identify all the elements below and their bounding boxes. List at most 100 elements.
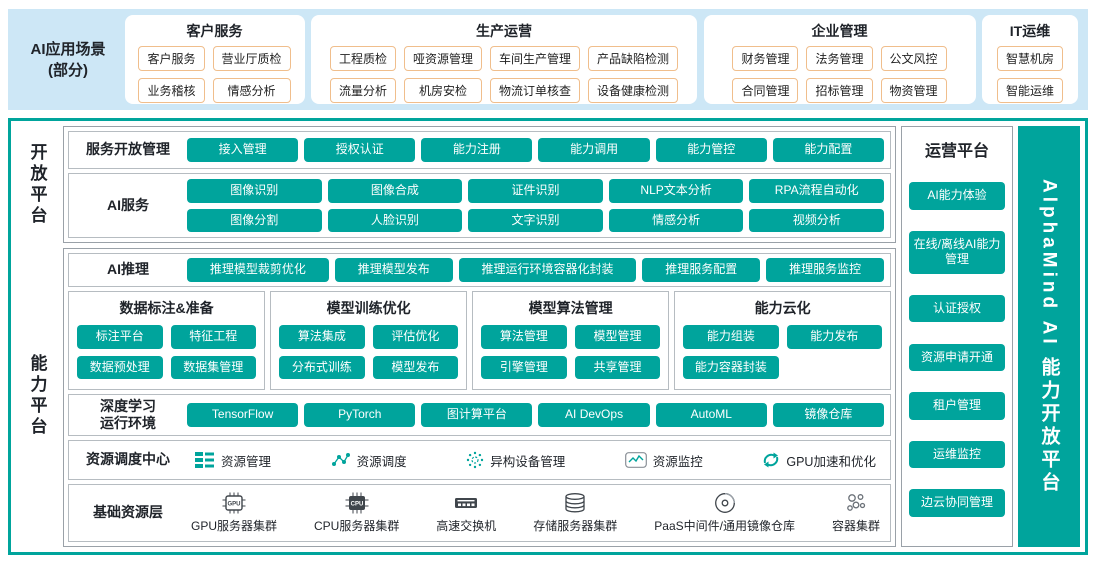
scenario-button[interactable]: 法务管理: [806, 46, 873, 71]
capability-button[interactable]: 能力管控: [655, 138, 767, 162]
capability-button[interactable]: 算法集成: [279, 325, 365, 349]
scenarios-title: AI应用场景 (部分): [30, 40, 106, 79]
capability-button[interactable]: 授权认证: [304, 138, 416, 162]
platform-panel: 开放平台 能力平台 服务开放管理 接入管理授权认证能力注册能力调用能力管控能力配…: [8, 118, 1088, 555]
scenario-button[interactable]: 流量分析: [329, 78, 396, 103]
capability-groups: 数据标注&准备 标注平台特征工程数据预处理数据集管理 模型训练优化 算法集成评估…: [68, 291, 891, 390]
group-items: 客户服务营业厅质检业务稽核情感分析: [138, 46, 291, 103]
capability-button[interactable]: 图计算平台: [421, 403, 533, 427]
row-label: 深度学习 运行环境: [100, 397, 156, 432]
capability-button[interactable]: 评估优化: [372, 325, 459, 349]
operations-button[interactable]: 租户管理: [909, 392, 1005, 420]
capability-button[interactable]: RPA流程自动化: [749, 178, 884, 203]
scenario-button[interactable]: 物流订单核查: [490, 78, 581, 103]
capability-button[interactable]: 视频分析: [749, 208, 884, 233]
capability-button[interactable]: 引擎管理: [481, 355, 567, 380]
base-resource-item: GPU GPU服务器集群: [191, 492, 277, 534]
scenario-button[interactable]: 客户服务: [138, 46, 205, 71]
row-label: 服务开放管理: [86, 141, 170, 158]
scenario-button[interactable]: 营业厅质检: [212, 46, 291, 71]
capability-button[interactable]: 特征工程: [170, 325, 257, 349]
base-resource-item: 容器集群: [832, 492, 880, 534]
operations-button[interactable]: 边云协同管理: [909, 489, 1005, 517]
scenario-button[interactable]: 设备健康检测: [588, 78, 679, 103]
scenario-button[interactable]: 车间生产管理: [490, 46, 581, 71]
operations-button[interactable]: 认证授权: [909, 294, 1005, 323]
operations-button[interactable]: AI能力体验: [909, 182, 1005, 210]
capability-button[interactable]: 模型管理: [574, 325, 661, 349]
capability-button[interactable]: 情感分析: [608, 208, 744, 233]
capability-button[interactable]: 文字识别: [468, 208, 603, 233]
network-nodes-icon: [331, 452, 351, 468]
scenario-button[interactable]: 业务稽核: [138, 78, 205, 103]
capability-button[interactable]: 图像分割: [187, 208, 322, 233]
cpu-chip-icon: CPU: [344, 492, 370, 514]
capability-button[interactable]: 人脸识别: [327, 208, 463, 233]
operations-button[interactable]: 资源申请开通: [909, 343, 1005, 372]
base-resource-label: PaaS中间件/通用镜像仓库: [654, 519, 795, 533]
capability-button[interactable]: 推理运行环境容器化封装: [458, 258, 637, 282]
scenario-button[interactable]: 财务管理: [732, 46, 799, 71]
capability-button[interactable]: 推理服务监控: [766, 258, 884, 282]
capability-button[interactable]: 推理模型发布: [334, 258, 453, 282]
scenario-button[interactable]: 公文风控: [880, 46, 947, 71]
capability-button[interactable]: 能力配置: [772, 138, 884, 162]
capability-button[interactable]: 图像合成: [327, 178, 463, 203]
scheduling-item-label: GPU加速和优化: [786, 454, 876, 469]
capability-button[interactable]: NLP文本分析: [608, 178, 744, 203]
capability-button[interactable]: 分布式训练: [279, 355, 365, 380]
scheduling-item: 异构设备管理: [466, 451, 565, 470]
capability-button[interactable]: 推理服务配置: [642, 258, 761, 282]
capability-button[interactable]: TensorFlow: [187, 403, 299, 427]
capability-button[interactable]: AI DevOps: [538, 403, 650, 427]
capability-button[interactable]: 图像识别: [187, 178, 322, 203]
capability-button[interactable]: 能力发布: [786, 325, 882, 349]
capability-button[interactable]: 推理模型裁剪优化: [187, 258, 329, 282]
capability-button[interactable]: PyTorch: [304, 403, 416, 427]
capability-button[interactable]: 数据集管理: [170, 355, 257, 380]
service-open-management-row: 服务开放管理 接入管理授权认证能力注册能力调用能力管控能力配置: [68, 131, 891, 169]
capability-button[interactable]: 接入管理: [187, 138, 299, 162]
scenario-button[interactable]: 产品缺陷检测: [588, 46, 679, 71]
capability-button[interactable]: 算法管理: [481, 325, 567, 349]
base-resource-label: 容器集群: [831, 519, 880, 533]
capability-button[interactable]: 标注平台: [77, 325, 163, 349]
capability-button[interactable]: 数据预处理: [77, 355, 163, 380]
scenario-button[interactable]: 工程质检: [329, 46, 396, 71]
scenario-button[interactable]: 机房安检: [403, 78, 482, 103]
scheduling-item-label: 异构设备管理: [490, 454, 566, 469]
capability-button[interactable]: 镜像仓库: [772, 403, 884, 427]
scenario-group-customer-service: 客户服务 客户服务营业厅质检业务稽核情感分析: [124, 15, 305, 104]
group-title: 客户服务: [186, 23, 243, 39]
capability-button[interactable]: 能力组装: [683, 325, 779, 349]
capability-button[interactable]: 能力调用: [538, 138, 650, 162]
group-items: 财务管理法务管理公文风控合同管理招标管理物资管理: [732, 46, 947, 103]
capability-button[interactable]: 证件识别: [468, 178, 603, 203]
capability-button[interactable]: 模型发布: [372, 355, 459, 380]
scenario-button[interactable]: 智能运维: [996, 78, 1063, 103]
scenario-button[interactable]: 情感分析: [212, 78, 291, 103]
capability-button[interactable]: 能力注册: [421, 138, 533, 162]
scheduling-item-label: 资源管理: [221, 454, 272, 469]
group-model-training: 模型训练优化 算法集成评估优化分布式训练模型发布: [270, 291, 468, 390]
capability-button[interactable]: 共享管理: [574, 355, 661, 380]
open-platform-box: 服务开放管理 接入管理授权认证能力注册能力调用能力管控能力配置 AI服务 图像识…: [63, 126, 896, 243]
operations-button[interactable]: 在线/离线AI能力管理: [909, 230, 1005, 274]
scenario-group-enterprise-management: 企业管理 财务管理法务管理公文风控合同管理招标管理物资管理: [703, 15, 976, 104]
capability-button[interactable]: AutoML: [655, 403, 767, 427]
operations-button[interactable]: 运维监控: [909, 440, 1005, 469]
scheduling-item-label: 资源调度: [356, 454, 407, 469]
group-buttons: 算法集成评估优化分布式训练模型发布: [279, 325, 459, 380]
group-model-algorithm-management: 模型算法管理 算法管理模型管理引擎管理共享管理: [472, 291, 670, 390]
scenario-button[interactable]: 智慧机房: [996, 46, 1063, 71]
scenario-button[interactable]: 招标管理: [806, 78, 873, 103]
scenario-button[interactable]: 物资管理: [880, 78, 947, 103]
capability-button[interactable]: 能力容器封装: [683, 355, 779, 380]
scenario-button[interactable]: 哑资源管理: [403, 46, 482, 71]
scenario-button[interactable]: 合同管理: [732, 78, 799, 103]
monitor-chart-icon: [624, 452, 647, 468]
